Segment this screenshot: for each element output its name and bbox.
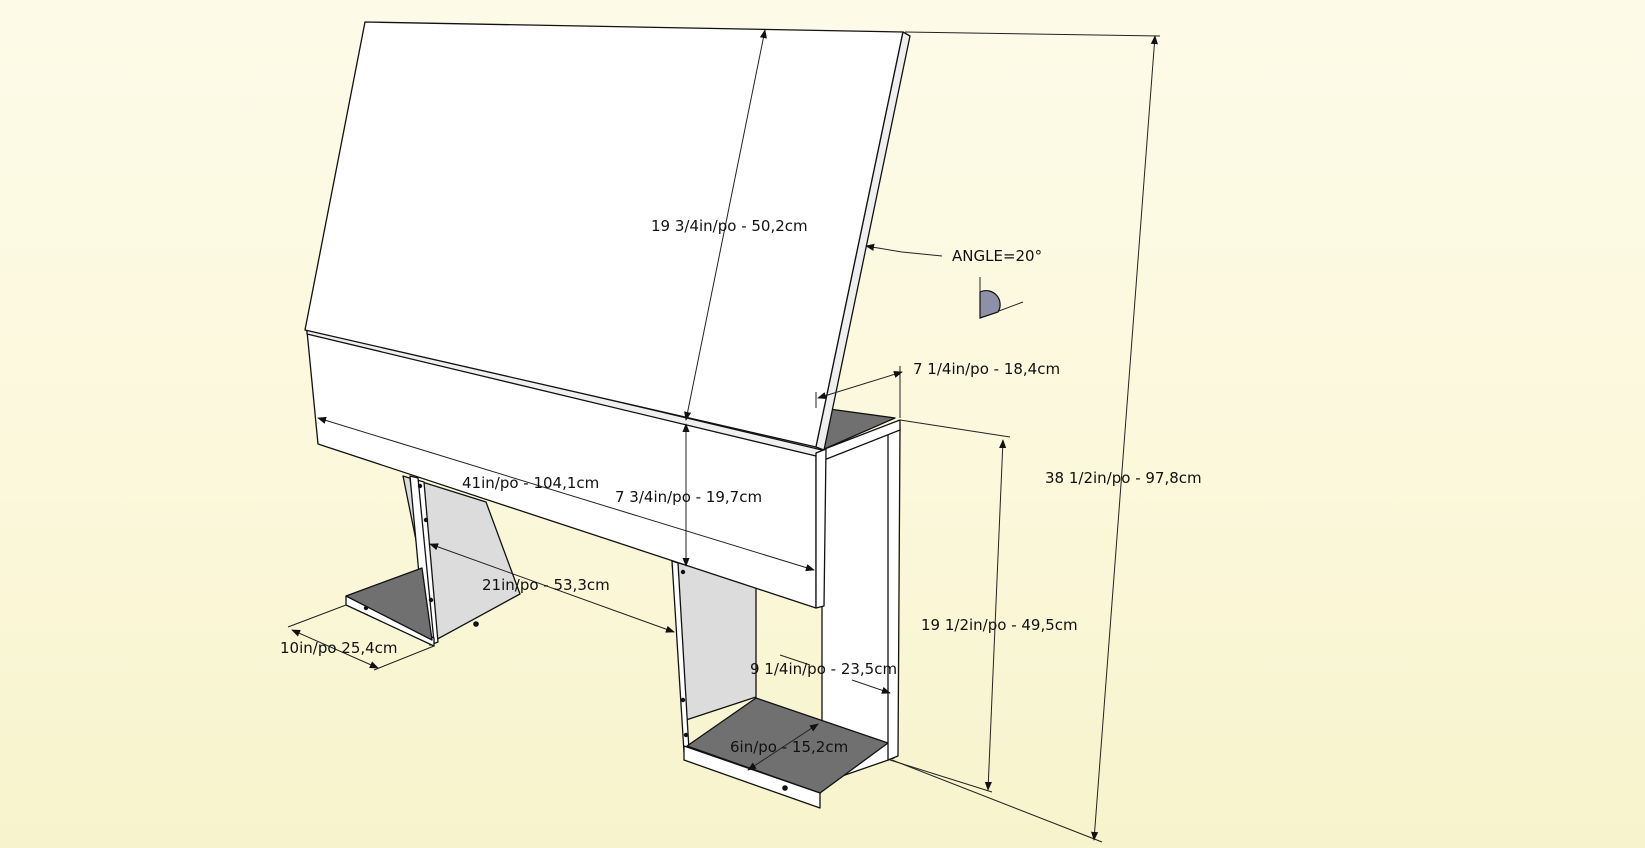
screw: [363, 605, 369, 611]
panel-height-label: 19 3/4in/po - 50,2cm: [651, 217, 808, 235]
bottom-shelf-depth-dim-line: [851, 679, 891, 694]
total-height-dim-line: [1091, 35, 1158, 841]
rail-height-label: 7 3/4in/po - 19,7cm: [615, 488, 762, 506]
leg-spacing-label: 21in/po - 53,3cm: [482, 576, 610, 594]
bottom-shelf-depth-label: 9 1/4in/po - 23,5cm: [750, 660, 897, 678]
screw: [423, 517, 429, 523]
inner-shelf-label: 6in/po - 15,2cm: [730, 738, 848, 756]
angle-label: ANGLE=20°: [952, 247, 1042, 265]
foot-depth-label: 10in/po 25,4cm: [280, 639, 398, 657]
angle-wedge: [979, 289, 1001, 319]
total-height-label: 38 1/2in/po - 97,8cm: [1045, 469, 1202, 487]
screw: [428, 597, 434, 603]
angle-indicator: ANGLE=20°: [865, 243, 1042, 319]
foot-depth-dim-line: [291, 629, 379, 669]
screw: [683, 732, 689, 738]
left-foot-shelf: [345, 567, 433, 641]
width-label: 41in/po - 104,1cm: [462, 474, 599, 492]
inner-shelf-dim-line: [747, 723, 819, 771]
top-shelf-depth-label: 7 1/4in/po - 18,4cm: [913, 360, 1060, 378]
screw: [473, 621, 479, 627]
screw: [417, 483, 423, 489]
front-rail-right-end: [815, 448, 827, 609]
dimension-lines: [287, 29, 1161, 843]
right-unit-bottom-front-edge: [683, 745, 821, 809]
top-shelf-depth-dim-line: [817, 370, 903, 400]
screw: [680, 569, 686, 575]
screw: [680, 697, 686, 703]
headboard-panel-side-edge: [815, 31, 911, 451]
screw: [782, 785, 788, 791]
dimension-labels: 19 3/4in/po - 50,2cm 7 1/4in/po - 18,4cm…: [280, 217, 1202, 756]
width-dim-line: [317, 416, 815, 572]
side-height-label: 19 1/2in/po - 49,5cm: [921, 616, 1078, 634]
right-unit-right-edge: [887, 427, 901, 761]
side-height-dim-line: [984, 439, 1007, 791]
leg-spacing-dim-line: [429, 543, 675, 633]
panel-height-dim-line: [684, 29, 767, 421]
